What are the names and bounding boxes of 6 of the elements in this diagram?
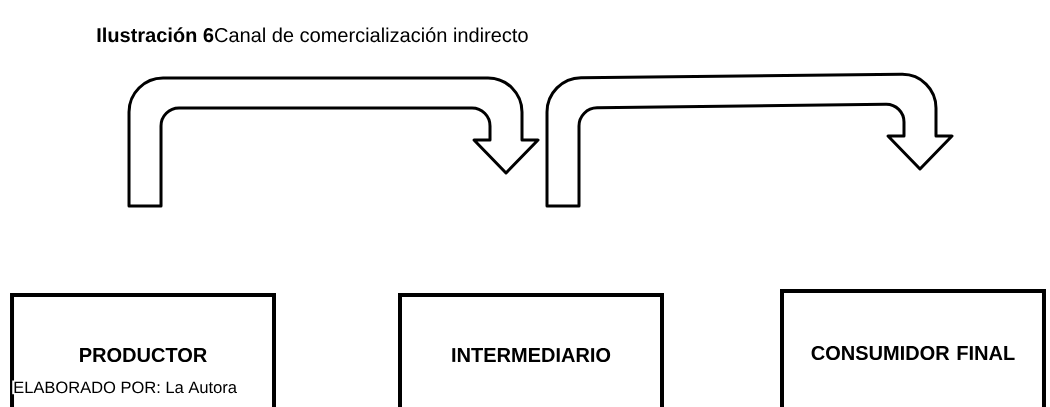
- block-arrow: [127, 76, 540, 208]
- block-arrow: [545, 72, 954, 208]
- credit-note: ELABORADO POR: La Autora: [12, 380, 238, 395]
- process-box: INTERMEDIARIO: [398, 293, 664, 407]
- process-box: CONSUMIDOR FINAL: [780, 289, 1046, 407]
- figure-title: Ilustración 6Canal de comercialización indirecto: [97, 27, 528, 43]
